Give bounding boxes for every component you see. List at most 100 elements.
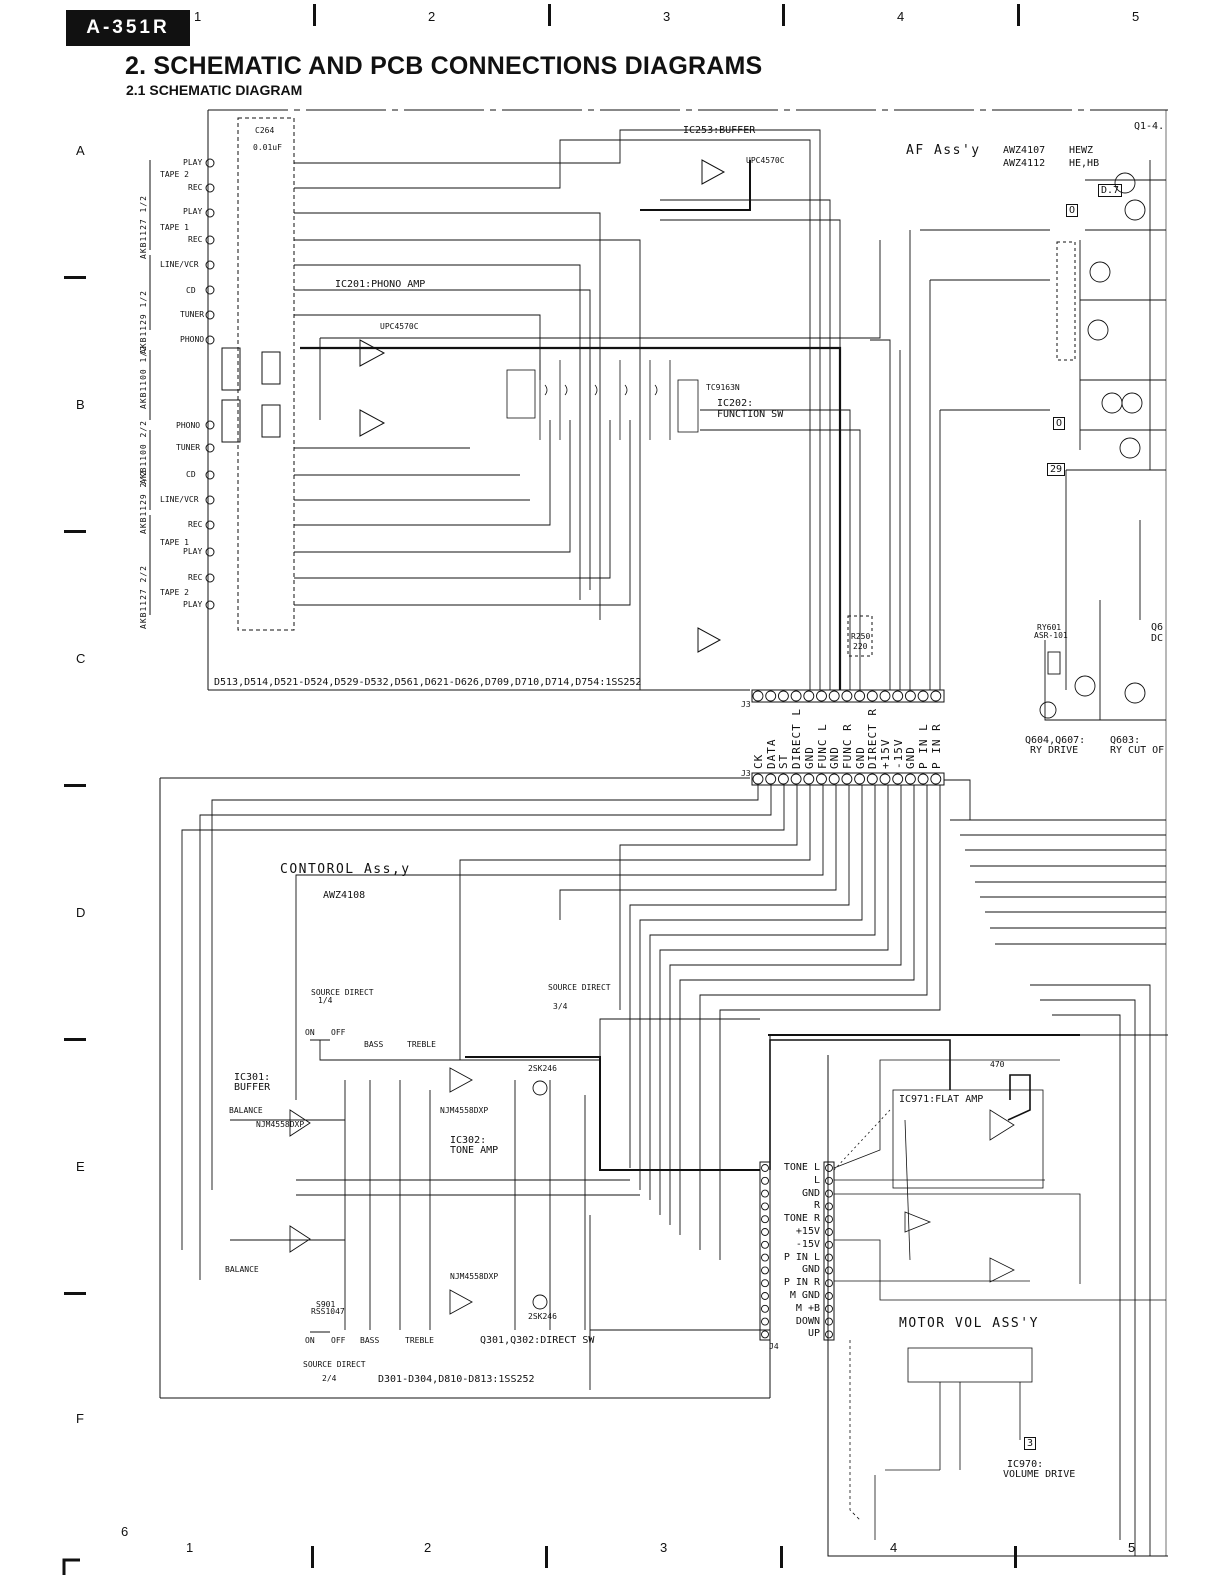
control-assy-part: AWZ4108 bbox=[323, 890, 366, 901]
af-assy-name: AF Ass'y bbox=[906, 143, 981, 158]
motor-vol-assy-name: MOTOR VOL ASS'Y bbox=[899, 1316, 1039, 1331]
grid-tick bbox=[782, 4, 785, 26]
j4-pin bbox=[761, 1189, 769, 1198]
jack-part: AKB1100 1/2 bbox=[139, 345, 148, 409]
input-label: PLAY bbox=[183, 207, 203, 216]
source-direct-b-frac: 3/4 bbox=[553, 1002, 568, 1011]
j3-signal-label: P IN R bbox=[929, 723, 943, 769]
af-part-2-regions: HE,HB bbox=[1069, 158, 1100, 169]
input-label: PLAY bbox=[183, 600, 203, 609]
grid-row-f: F bbox=[76, 1411, 84, 1426]
input-label: PLAY bbox=[183, 547, 203, 556]
j4-pin bbox=[761, 1253, 769, 1262]
grid-col-3-bottom: 3 bbox=[660, 1540, 668, 1555]
j3-pin bbox=[854, 773, 866, 785]
c264-label: C264 bbox=[255, 126, 275, 135]
control-assy-name: CONTOROL Ass,y bbox=[280, 862, 411, 877]
af-diode-list: D513,D514,D521-D524,D529-D532,D561,D621-… bbox=[214, 677, 642, 688]
grid-row-tick bbox=[64, 1292, 86, 1295]
ic301-label-1: IC301: bbox=[234, 1072, 271, 1083]
j4-pin bbox=[825, 1330, 833, 1339]
j4-pin bbox=[761, 1279, 769, 1288]
input-label: REC bbox=[188, 573, 203, 582]
c264-value: 0.01uF bbox=[253, 143, 282, 152]
j3-pin bbox=[904, 773, 916, 785]
marker-o-bottom: O bbox=[1053, 417, 1066, 430]
q604-label-1: Q604,Q607: bbox=[1025, 735, 1086, 746]
bass-label-top: BASS bbox=[364, 1040, 384, 1049]
dc-label: DC bbox=[1151, 633, 1164, 644]
j4-pin bbox=[761, 1317, 769, 1326]
j3-pin bbox=[854, 690, 866, 702]
j3-pin bbox=[892, 690, 904, 702]
j3-pin bbox=[917, 690, 929, 702]
j4-signal-label: TONE L bbox=[783, 1162, 820, 1173]
af-part-2: AWZ4112 bbox=[1003, 158, 1046, 169]
j3-signal-label: GND bbox=[802, 746, 816, 769]
j3-pin bbox=[790, 773, 802, 785]
j3-pin bbox=[828, 773, 840, 785]
j4-pin bbox=[825, 1317, 833, 1326]
ic970-label-1: IC970: bbox=[1007, 1459, 1044, 1470]
j4-signal-label: TONE R bbox=[783, 1213, 820, 1225]
treble-label-top: TREBLE bbox=[407, 1040, 436, 1049]
q603-label-1: Q603: bbox=[1110, 735, 1141, 746]
j4-label: J4 bbox=[769, 1342, 779, 1351]
jack-part: AKB1129 2/2 bbox=[139, 470, 148, 534]
af-part-1: AWZ4107 bbox=[1003, 145, 1046, 156]
grid-col-3: 3 bbox=[663, 9, 671, 24]
direct-sw-label: Q301,Q302:DIRECT SW bbox=[480, 1335, 595, 1346]
input-group-label: TAPE 2 bbox=[160, 588, 189, 597]
j4-pin bbox=[825, 1228, 833, 1236]
source-direct-a: SOURCE DIRECT bbox=[311, 988, 374, 997]
input-label: PHONO bbox=[176, 421, 201, 430]
q302-part: 2SK246 bbox=[528, 1312, 557, 1321]
ry601-part: ASR-101 bbox=[1034, 631, 1068, 640]
page-number: 6 bbox=[121, 1524, 129, 1539]
treble-label-bottom: TREBLE bbox=[405, 1336, 434, 1345]
bass-label-bottom: BASS bbox=[360, 1336, 380, 1345]
switch-on-top: ON bbox=[305, 1028, 315, 1037]
page-subtitle: 2.1 SCHEMATIC DIAGRAM bbox=[126, 82, 303, 98]
ic202-label-1: IC202: bbox=[717, 398, 754, 409]
ic302-part: NJM4558DXP bbox=[440, 1106, 489, 1115]
j4-pin bbox=[761, 1228, 769, 1236]
ic202-label-2: FUNCTION SW bbox=[717, 409, 784, 420]
grid-tick bbox=[1014, 1546, 1017, 1568]
ic201-part: UPC4570C bbox=[380, 322, 419, 331]
input-label: CD bbox=[186, 286, 196, 295]
input-label: TUNER bbox=[180, 310, 205, 319]
j4-pin bbox=[825, 1266, 833, 1275]
j4-pin bbox=[761, 1304, 769, 1313]
j4-signal-label: -15V bbox=[795, 1238, 820, 1250]
q301-part: 2SK246 bbox=[528, 1064, 557, 1073]
j4-pin bbox=[825, 1164, 833, 1172]
j3-pin bbox=[752, 773, 764, 785]
grid-col-5: 5 bbox=[1132, 9, 1140, 24]
ic971-label: IC971:FLAT AMP bbox=[899, 1094, 984, 1105]
j3-pin bbox=[765, 690, 777, 702]
switch-off-bottom: OFF bbox=[331, 1336, 346, 1345]
ic301-part: NJM4558DXP bbox=[256, 1120, 305, 1129]
ic302-label-1: IC302: bbox=[450, 1135, 487, 1146]
j3-pin bbox=[930, 773, 942, 785]
j4-pin bbox=[825, 1304, 833, 1313]
j4-signal-label: M GND bbox=[789, 1289, 820, 1301]
ic201-label: IC201:PHONO AMP bbox=[335, 279, 426, 290]
j3-pin bbox=[930, 690, 942, 702]
ry601-label: RY601 bbox=[1037, 623, 1062, 632]
q604-label-2: RY DRIVE bbox=[1030, 745, 1079, 756]
j3-signal-label: FUNC R bbox=[840, 723, 854, 769]
j3-signal-label: DATA bbox=[764, 738, 778, 770]
grid-row-tick bbox=[64, 276, 86, 279]
j3-pin bbox=[765, 773, 777, 785]
j3-pin bbox=[879, 690, 891, 702]
j4-pin bbox=[761, 1330, 769, 1339]
j4-signal-label: R bbox=[813, 1200, 820, 1212]
j4-signal-label: M +B bbox=[795, 1302, 820, 1314]
j4-pin bbox=[825, 1189, 833, 1198]
grid-col-4: 4 bbox=[897, 9, 905, 24]
j4-signal-label: GND bbox=[801, 1264, 820, 1276]
